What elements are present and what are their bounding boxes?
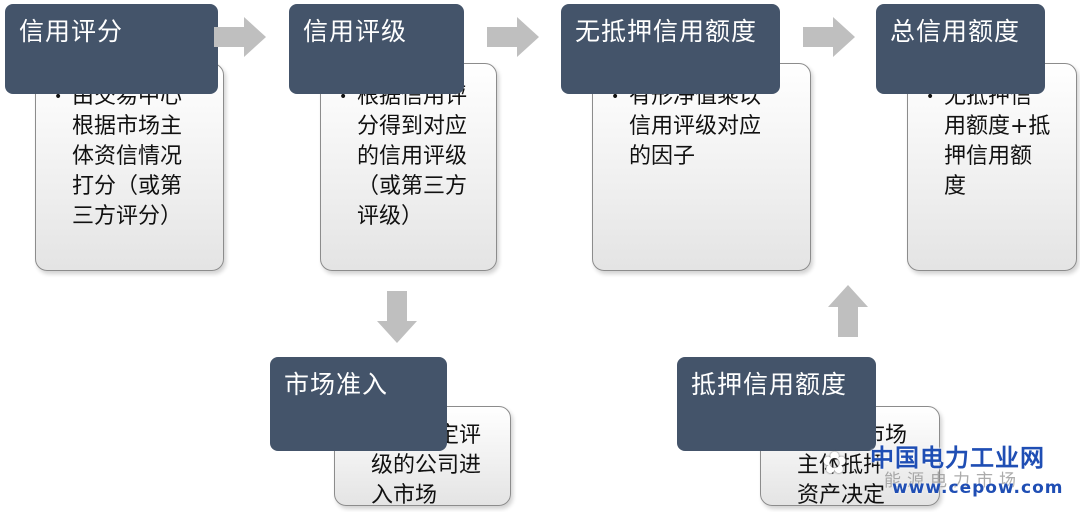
watermark-title: 中国电力工业网 xyxy=(870,444,1045,472)
watermark-url: www.cepow.com xyxy=(892,478,1064,498)
step-6-header: 抵押信用额度 xyxy=(677,357,876,451)
step-3-title: 无抵押信用额度 xyxy=(575,17,758,46)
step-4-bullet-text: 无抵押信 用额度+抵 押信用额 度 xyxy=(944,84,1051,199)
step-5-content-box: • 达到一定评 级的公司进 入市场 xyxy=(334,406,511,508)
step-2-bullet-item: • 根据信用评 分得到对应 的信用评级 （或第三方 评级） xyxy=(339,82,482,232)
bullet-icon: • xyxy=(611,89,620,105)
step-4-bullet-item: • 无抵押信 用额度+抵 押信用额 度 xyxy=(926,82,1062,202)
step-2-content-box: • 根据信用评 分得到对应 的信用评级 （或第三方 评级） xyxy=(320,63,497,271)
bullet-icon: • xyxy=(926,89,935,105)
step-4-content-box: • 无抵押信 用额度+抵 押信用额 度 xyxy=(907,63,1077,271)
step-4-header: 总信用额度 xyxy=(876,4,1045,94)
step-2-title: 信用评级 xyxy=(303,17,408,46)
step-3-content-box: • 有形净值乘以 信用评级对应 的因子 xyxy=(592,63,811,271)
step-1-content-box: • 由交易中心 根据市场主 体资信情况 打分（或第 三方评分） xyxy=(35,63,224,271)
bullet-icon: • xyxy=(339,89,348,105)
bullet-icon: • xyxy=(54,89,63,105)
step-4-title: 总信用额度 xyxy=(890,17,1021,46)
step-1-title: 信用评分 xyxy=(19,17,124,46)
arrow-up-icon xyxy=(828,285,868,337)
watermark-subtitle: 能源电力市场 xyxy=(884,471,1022,491)
step-1-bullet-text: 由交易中心 根据市场主 体资信情况 打分（或第 三方评分） xyxy=(72,84,183,229)
arrow-right-icon xyxy=(487,17,539,57)
step-3-bullet-text: 有形净值乘以 信用评级对应 的因子 xyxy=(629,84,762,169)
step-5-title: 市场准入 xyxy=(284,370,389,399)
watermark: ✿ 中国电力工业网 能源电力市场 www.cepow.com xyxy=(822,436,1072,506)
step-1-header: 信用评分 xyxy=(5,4,218,94)
arrow-right-icon xyxy=(214,17,266,57)
arrow-right-icon xyxy=(803,17,855,57)
step-5-header: 市场准入 xyxy=(270,357,447,451)
step-1-bullet-item: • 由交易中心 根据市场主 体资信情况 打分（或第 三方评分） xyxy=(54,82,209,232)
step-2-header: 信用评级 xyxy=(289,4,464,94)
step-3-bullet-item: • 有形净值乘以 信用评级对应 的因子 xyxy=(611,82,796,172)
step-2-bullet-text: 根据信用评 分得到对应 的信用评级 （或第三方 评级） xyxy=(357,84,468,229)
step-3-header: 无抵押信用额度 xyxy=(561,4,780,94)
wechat-icon: ✿ xyxy=(822,446,848,481)
arrow-down-icon xyxy=(377,291,417,343)
step-6-title: 抵押信用额度 xyxy=(691,370,848,399)
